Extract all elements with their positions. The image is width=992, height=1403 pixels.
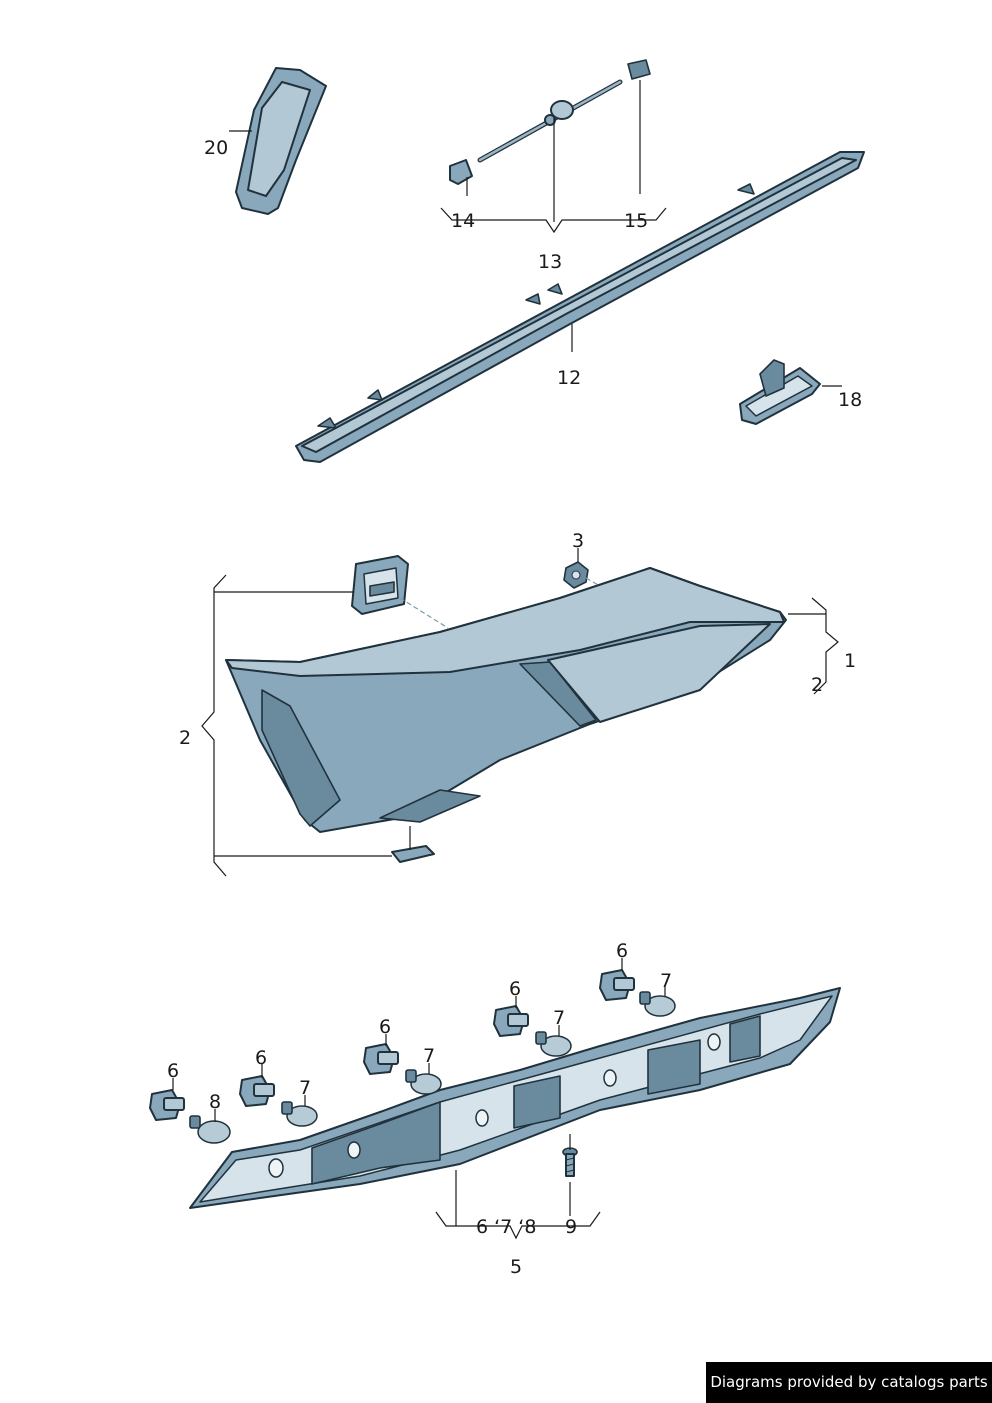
label-6-a: 6	[167, 1060, 179, 1082]
label-6-c: 6	[379, 1016, 391, 1038]
label-9: 9	[565, 1216, 577, 1238]
bulb-7-e	[639, 991, 676, 1017]
label-7-d: 7	[553, 1007, 565, 1029]
label-18: 18	[838, 389, 862, 411]
part-1-tail-light	[225, 567, 787, 833]
part-3-nut	[563, 561, 589, 589]
label-6-e: 6	[616, 940, 628, 962]
label-7-c: 7	[423, 1045, 435, 1067]
part-18-plate-lamp	[739, 359, 821, 425]
socket-6-a	[149, 1089, 185, 1121]
part-2-gasket	[351, 555, 409, 615]
label-7-e: 7	[660, 970, 672, 992]
socket-6-e	[599, 969, 635, 1001]
label-6-d: 6	[509, 978, 521, 1000]
socket-6-c	[363, 1043, 399, 1075]
part-20-reflector	[235, 67, 327, 215]
label-8: 8	[209, 1091, 221, 1113]
socket-6-b	[239, 1075, 275, 1107]
label-12: 12	[557, 367, 581, 389]
label-20: 20	[204, 137, 228, 159]
label-7-b: 7	[299, 1077, 311, 1099]
part-13-harness	[449, 59, 651, 185]
label-2-left: 2	[179, 727, 191, 749]
label-1: 1	[844, 650, 856, 672]
part-12-light-strip	[295, 151, 865, 463]
part-5-bulb-carrier	[189, 987, 841, 1209]
socket-6-d	[493, 1005, 529, 1037]
screw-9	[562, 1147, 578, 1177]
catalog-credit-banner: Diagrams provided by catalogs parts	[706, 1362, 992, 1403]
label-2-right: 2	[811, 674, 823, 696]
label-13: 13	[538, 251, 562, 273]
label-5: 5	[510, 1256, 522, 1278]
label-group-5-parts: 6 ‘7 ‘8	[476, 1216, 536, 1238]
part-2-pad	[391, 845, 435, 863]
bulb-7-d	[535, 1031, 572, 1057]
bulb-7-b	[281, 1101, 318, 1127]
label-15: 15	[624, 210, 648, 232]
label-3: 3	[572, 530, 584, 552]
bulb-8	[189, 1115, 231, 1144]
bulb-7-c	[405, 1069, 442, 1095]
label-14: 14	[451, 210, 475, 232]
label-6-b: 6	[255, 1047, 267, 1069]
